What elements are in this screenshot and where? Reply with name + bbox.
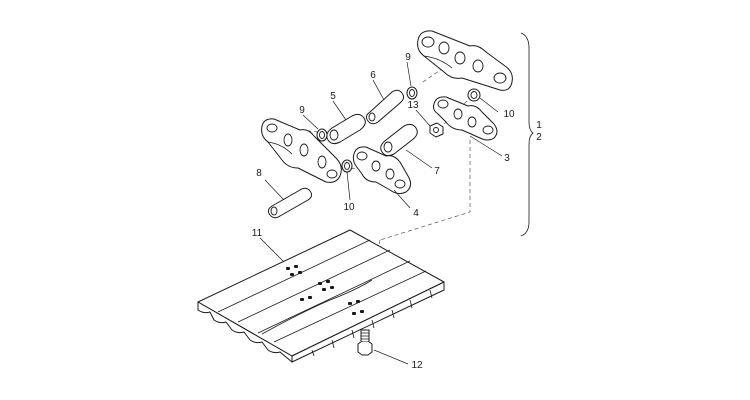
- callout-3: 3: [504, 153, 510, 164]
- callout-4: 4: [413, 208, 419, 219]
- callout-10-lower: 10: [343, 202, 355, 213]
- callout-7: 7: [434, 166, 440, 177]
- shoe-bolt-12: [357, 329, 373, 356]
- seal-9-lower: [316, 128, 328, 142]
- callout-2: 2: [536, 132, 542, 143]
- shoe-bolt-holes: [286, 265, 364, 315]
- callout-9-upper: 9: [405, 52, 411, 63]
- callout-13: 13: [407, 100, 419, 111]
- callout-9-lower: 9: [299, 105, 305, 116]
- ring-10-upper: [467, 88, 481, 102]
- assembly-bracket: [520, 32, 534, 237]
- callout-6: 6: [370, 70, 376, 81]
- track-link-3: [433, 96, 498, 141]
- track-link-left: [261, 118, 342, 183]
- callout-10-upper: 10: [503, 109, 515, 120]
- track-link-4: [352, 146, 412, 195]
- pin-6: [365, 89, 405, 125]
- bushing-5: [326, 113, 366, 145]
- bushing-7: [380, 123, 418, 157]
- seal-9-upper: [406, 86, 418, 100]
- leader-lines: [259, 61, 503, 365]
- nut-13: [429, 122, 444, 138]
- callout-12: 12: [411, 360, 423, 371]
- callout-11: 11: [252, 228, 263, 239]
- track-link-upper: [417, 30, 513, 91]
- callout-5: 5: [330, 91, 336, 102]
- callout-8: 8: [256, 168, 262, 179]
- pin-8: [267, 187, 313, 219]
- ring-10-lower: [341, 159, 353, 173]
- track-shoe-plate: [197, 229, 445, 363]
- callout-labels: 1 2 3 4 5 6 7 8 9 9 10 10 11 12 13: [252, 52, 542, 371]
- callout-1: 1: [536, 120, 542, 131]
